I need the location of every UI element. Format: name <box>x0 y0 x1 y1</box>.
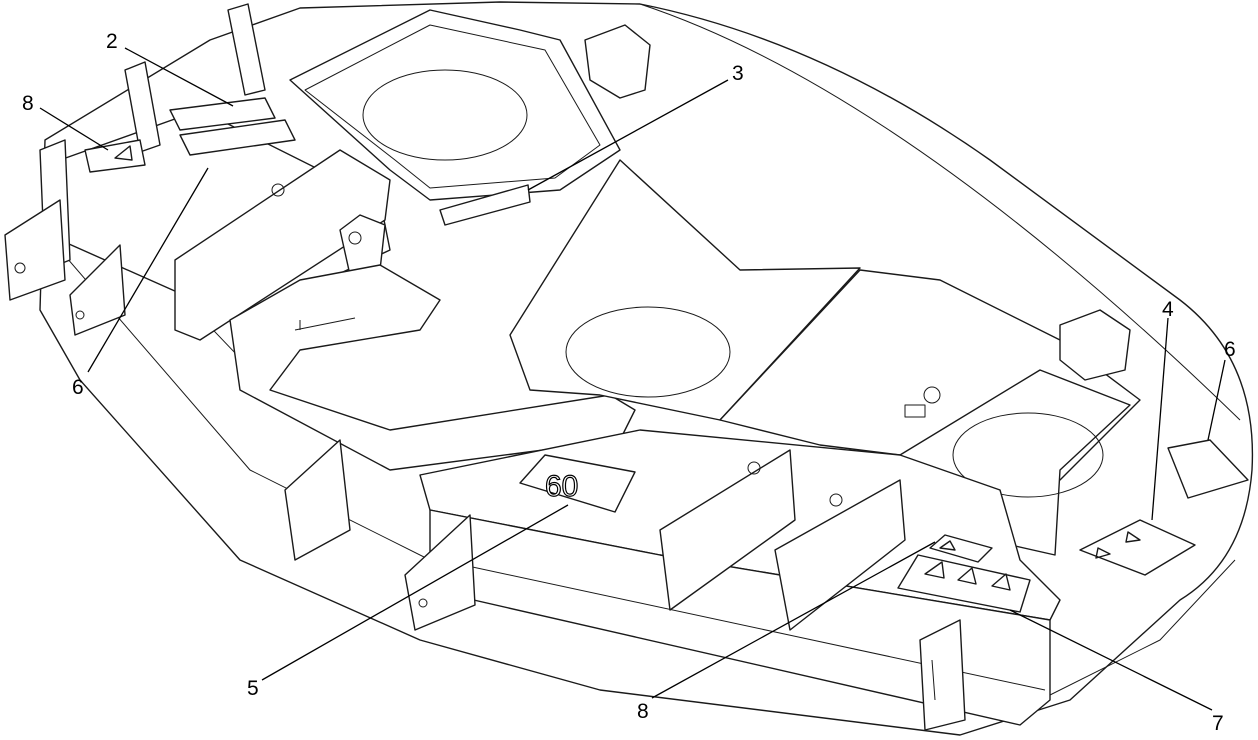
top-u-bracket <box>584 24 651 99</box>
spindle-opening-top <box>362 69 528 161</box>
callout-8-left: 8 <box>22 92 34 115</box>
callout-2: 2 <box>106 30 118 53</box>
right-u-bracket <box>1059 309 1131 381</box>
decal-2b <box>179 119 296 156</box>
leader-8-left <box>39 107 109 151</box>
callout-7: 7 <box>1212 712 1224 735</box>
leader-2 <box>124 47 234 107</box>
plate-hole <box>923 386 941 404</box>
bracket-hole <box>829 493 843 507</box>
decal-7-triangle-2 <box>957 567 977 585</box>
leader-3 <box>527 79 729 191</box>
callout-3: 3 <box>732 62 744 85</box>
bracket-hole <box>14 262 26 274</box>
left-arm-bracket <box>174 149 391 341</box>
pivot-hole <box>348 231 362 245</box>
callout-5: 5 <box>247 677 259 700</box>
decal-5 <box>519 454 636 513</box>
decal-60-number: 60 <box>545 470 578 503</box>
bracket-slot <box>931 659 936 701</box>
left-bracket-3 <box>69 244 126 336</box>
decal-4-triangle-2 <box>1125 531 1141 543</box>
decal-4-triangle-1 <box>1095 547 1111 559</box>
front-bracket-end <box>919 619 966 731</box>
front-bracket-right <box>774 479 906 631</box>
decal-7-triangle-3 <box>991 573 1011 591</box>
left-bracket-2 <box>4 199 66 301</box>
leader-6-right <box>1207 359 1226 441</box>
front-bracket-left-2 <box>404 514 476 631</box>
front-bracket-mid <box>659 449 796 611</box>
top-mount-inner <box>304 24 601 189</box>
leader-6-left <box>87 167 209 373</box>
decal-8-front-triangle <box>939 540 956 551</box>
decal-2 <box>169 97 276 131</box>
bracket-hole <box>75 310 85 320</box>
decal-3 <box>439 184 531 226</box>
left-upright-1 <box>124 61 161 153</box>
bracket-hole <box>271 183 285 197</box>
spindle-opening-right <box>952 412 1104 498</box>
left-channel <box>229 264 636 471</box>
leader-4 <box>1151 317 1169 521</box>
plate-slot <box>904 404 926 418</box>
leader-8-front <box>651 541 936 699</box>
decal-4 <box>1079 519 1196 576</box>
bracket-hole <box>418 598 428 608</box>
decal-7-triangle-1 <box>924 561 945 579</box>
callout-6-left: 6 <box>72 376 84 399</box>
callout-4: 4 <box>1162 298 1174 321</box>
front-bracket-left <box>284 439 351 561</box>
decal-8-front <box>929 534 993 563</box>
left-channel-slot <box>294 317 356 331</box>
callout-6-right: 6 <box>1224 338 1236 361</box>
callout-8-front: 8 <box>637 700 649 723</box>
decal-6-right <box>1167 439 1249 499</box>
spindle-opening-center <box>565 306 731 398</box>
left-pivot-bracket <box>339 214 386 276</box>
top-mount-frame <box>289 9 621 201</box>
decal-8-left-triangle <box>114 145 133 161</box>
left-upright-2 <box>227 3 266 96</box>
bracket-hole <box>747 461 761 475</box>
leader-5 <box>261 504 569 681</box>
leader-7 <box>1009 609 1213 711</box>
